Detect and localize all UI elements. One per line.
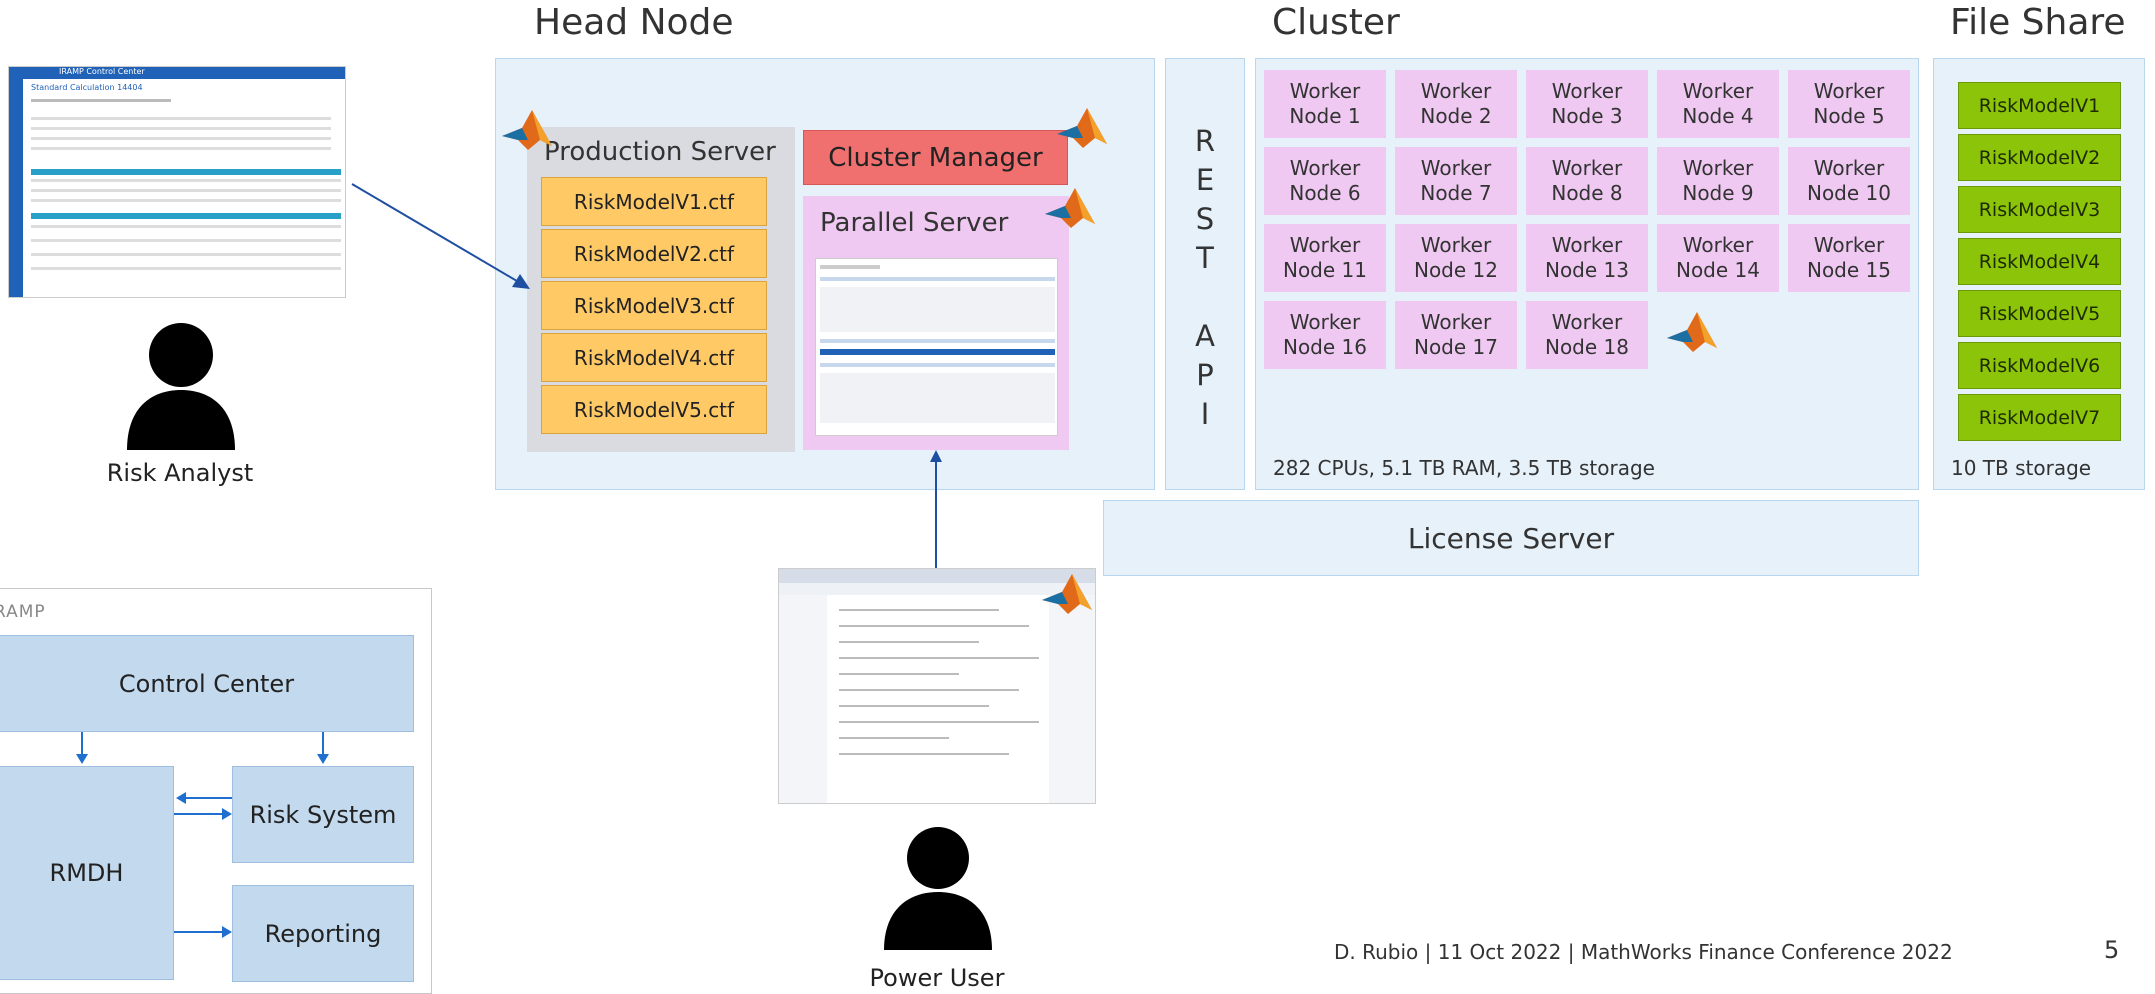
worker-node: Worker Node 7 (1395, 147, 1517, 215)
worker-node: Worker Node 1 (1264, 70, 1386, 138)
worker-node: Worker Node 18 (1526, 301, 1648, 369)
cluster-manager-box: Cluster Manager (803, 130, 1068, 185)
worker-node: Worker Node 3 (1526, 70, 1648, 138)
worker-node: Worker Node 8 (1526, 147, 1648, 215)
worker-node: Worker Node 17 (1395, 301, 1517, 369)
file-share-model: RiskModelV7 (1958, 394, 2121, 441)
analyst-arrow (351, 183, 530, 289)
head-node-title: Head Node (534, 2, 734, 43)
worker-node: Worker Node 9 (1657, 147, 1779, 215)
worker-node: Worker Node 13 (1526, 224, 1648, 292)
matlab-ide-screenshot (778, 568, 1096, 804)
file-share-model: RiskModelV4 (1958, 238, 2121, 285)
production-model-3: RiskModelV3.ctf (541, 281, 767, 330)
reporting-box: Reporting (232, 885, 414, 982)
worker-node: Worker Node 4 (1657, 70, 1779, 138)
rmdh-box: RMDH (0, 766, 174, 980)
page-number: 5 (2104, 936, 2120, 964)
person-icon (121, 322, 241, 450)
risk-system-box: Risk System (232, 766, 414, 863)
file-share-title: File Share (1950, 2, 2126, 43)
iramp-arrows (76, 732, 329, 938)
cluster-title: Cluster (1272, 2, 1400, 43)
worker-node: Worker Node 16 (1264, 301, 1386, 369)
file-share-model: RiskModelV3 (1958, 186, 2121, 233)
rest-api-box (1165, 58, 1245, 490)
control-center-screenshot: IRAMP Control Center Standard Calculatio… (8, 66, 346, 298)
file-share-model: RiskModelV6 (1958, 342, 2121, 389)
production-model-2: RiskModelV2.ctf (541, 229, 767, 278)
parallel-server-screenshot (815, 258, 1058, 436)
cluster-specs: 282 CPUs, 5.1 TB RAM, 3.5 TB storage (1273, 456, 1655, 480)
worker-node: Worker Node 14 (1657, 224, 1779, 292)
matlab-logo-icon (1043, 184, 1103, 229)
control-center-box: Control Center (0, 635, 414, 732)
file-share-storage: 10 TB storage (1951, 456, 2092, 480)
production-model-1: RiskModelV1.ctf (541, 177, 767, 226)
worker-node: Worker Node 15 (1788, 224, 1910, 292)
worker-node: Worker Node 2 (1395, 70, 1517, 138)
file-share-model: RiskModelV5 (1958, 290, 2121, 337)
matlab-logo-icon (1040, 570, 1100, 615)
worker-node: Worker Node 6 (1264, 147, 1386, 215)
risk-analyst-label: Risk Analyst (106, 459, 254, 487)
footer-text: D. Rubio | 11 Oct 2022 | MathWorks Finan… (1334, 940, 1953, 964)
power-user-label: Power User (869, 964, 1005, 992)
production-server-title: Production Server (544, 137, 776, 167)
matlab-logo-icon (1665, 308, 1727, 354)
worker-node: Worker Node 5 (1788, 70, 1910, 138)
iramp-label: IRAMP (0, 602, 46, 622)
matlab-logo-icon (500, 106, 560, 151)
person-icon (878, 826, 998, 950)
rest-api-label: R E S T A P I (1194, 124, 1216, 431)
production-model-4: RiskModelV4.ctf (541, 333, 767, 382)
production-model-5: RiskModelV5.ctf (541, 385, 767, 434)
parallel-server-title: Parallel Server (820, 208, 1009, 238)
worker-node: Worker Node 11 (1264, 224, 1386, 292)
worker-node: Worker Node 10 (1788, 147, 1910, 215)
matlab-logo-icon (1055, 104, 1115, 149)
power-user-arrow (930, 450, 942, 568)
license-server-box: License Server (1103, 500, 1919, 576)
file-share-model: RiskModelV1 (1958, 82, 2121, 129)
file-share-model: RiskModelV2 (1958, 134, 2121, 181)
worker-node: Worker Node 12 (1395, 224, 1517, 292)
